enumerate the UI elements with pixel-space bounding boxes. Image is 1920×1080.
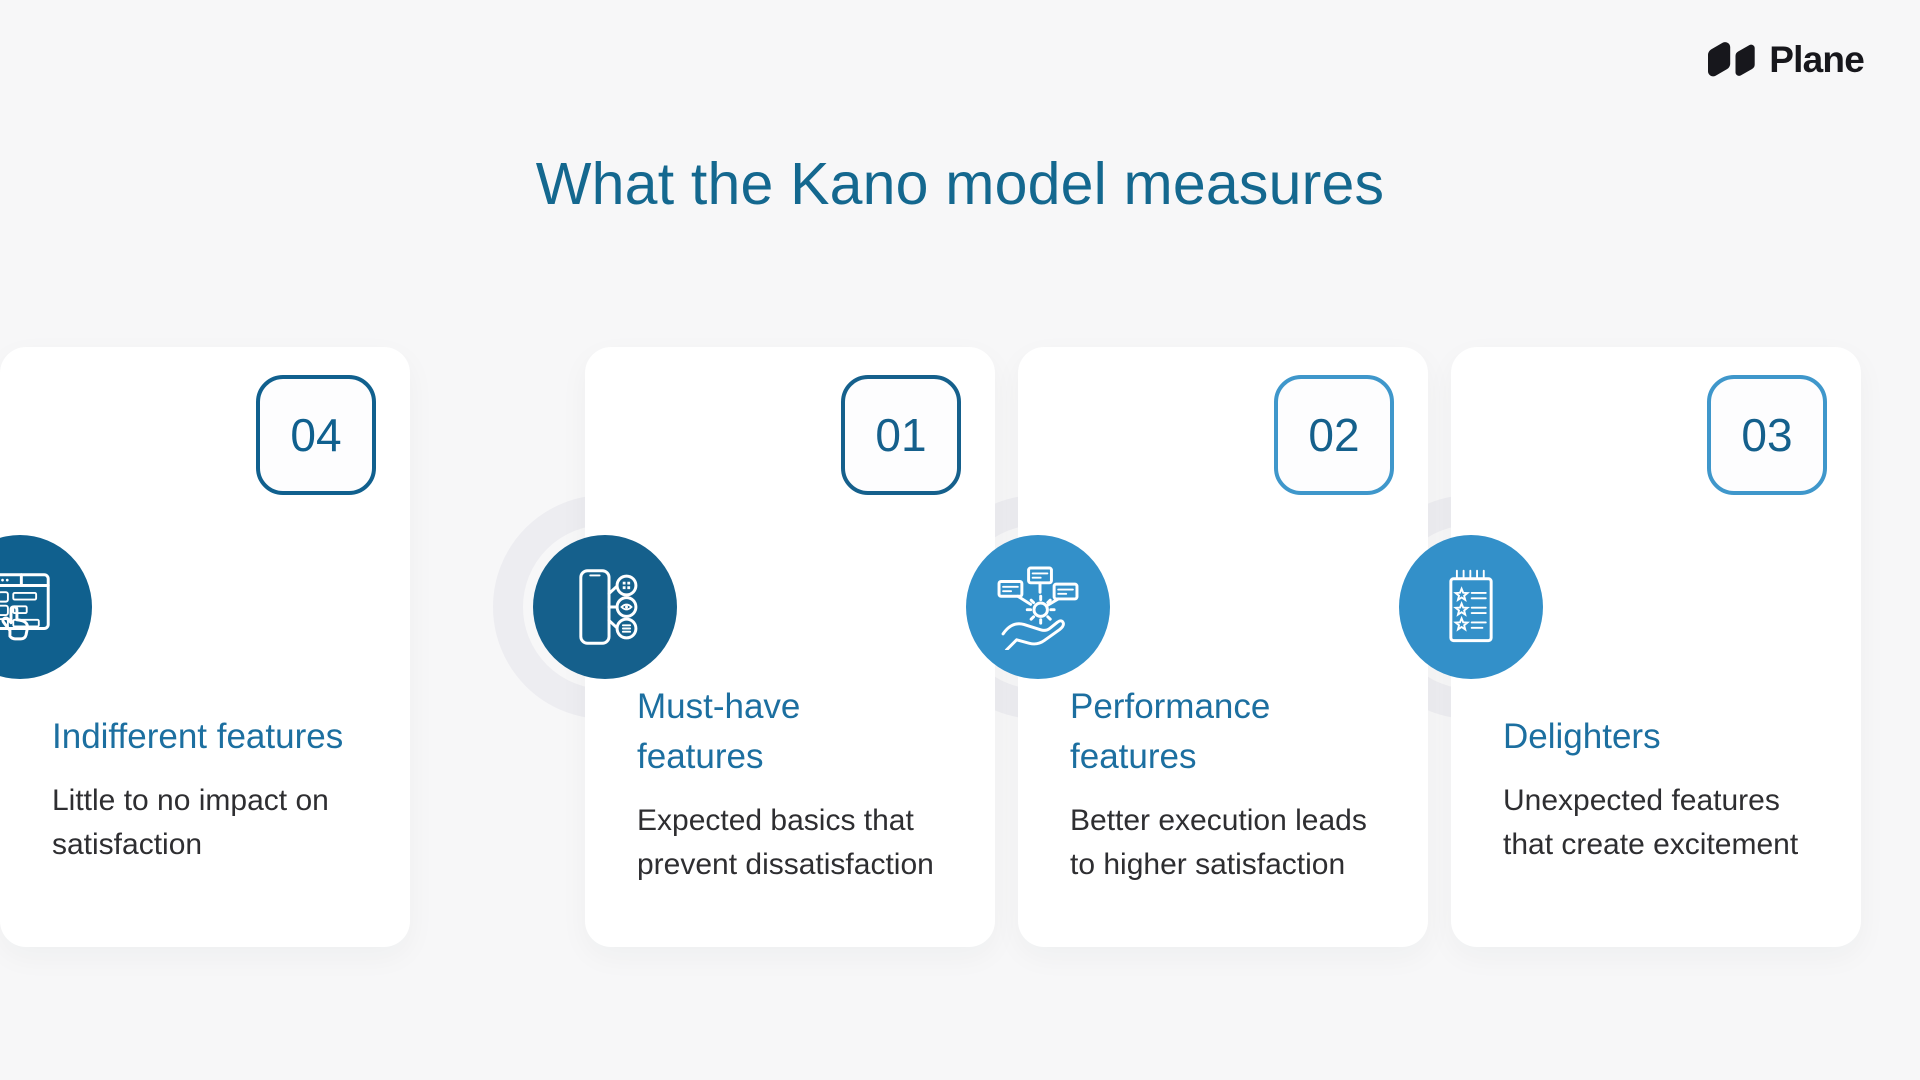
- step-number-badge: 03: [1707, 375, 1827, 495]
- card-description: Better execution leads to higher satisfa…: [1070, 804, 1367, 881]
- card-text: Delighters Unexpected features that crea…: [1503, 712, 1833, 867]
- icon-circle: [533, 535, 677, 679]
- card-description: Unexpected features that create exciteme…: [1503, 784, 1799, 861]
- kano-card-performance: 02 Performance features Better execution…: [926, 347, 1428, 947]
- kano-card-indifferent: 04 Indifferent features Little to no imp…: [0, 347, 410, 947]
- card-text: Performance features Better execution le…: [1070, 682, 1400, 887]
- page-title: What the Kano model measures: [535, 151, 1385, 217]
- step-number-badge: 04: [256, 375, 376, 495]
- card-text: Must-have features Expected basics that …: [637, 682, 967, 887]
- plane-logo-text: Plane: [1769, 39, 1865, 80]
- icon-circle: [966, 535, 1110, 679]
- step-number-badge: 02: [1274, 375, 1394, 495]
- icon-circle: [1399, 535, 1543, 679]
- card-description: Little to no impact on satisfaction: [52, 784, 329, 861]
- card-text: Indifferent features Little to no impact…: [52, 712, 382, 867]
- plane-logo-icon: [1708, 41, 1758, 79]
- card-heading: Indifferent features: [52, 717, 344, 756]
- kano-card-delighters: 03 Delighters Unexpected features that c…: [1359, 347, 1861, 947]
- hand-gear-icon: [997, 566, 1079, 650]
- form-click-icon: [0, 573, 50, 641]
- phone-features-icon: [579, 569, 638, 645]
- card-heading: Must-have features: [637, 687, 801, 777]
- kano-card-must-have: 01 Must-have features Expected basics th…: [493, 347, 995, 947]
- step-number-badge: 01: [841, 375, 961, 495]
- plane-logo: Plane: [1706, 38, 1865, 82]
- card-description: Expected basics that prevent dissatisfac…: [637, 804, 934, 881]
- star-checklist-icon: [1449, 569, 1493, 643]
- card-heading: Performance features: [1070, 687, 1271, 777]
- card-heading: Delighters: [1503, 717, 1661, 756]
